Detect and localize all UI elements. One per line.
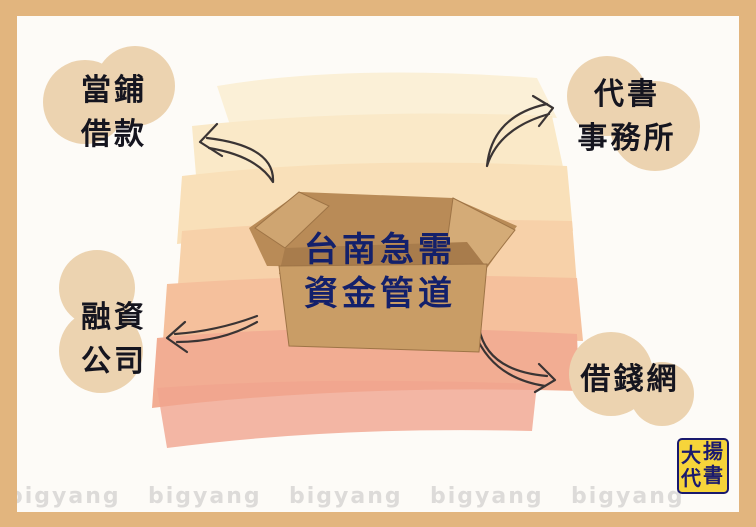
node-scrivener-circle-2	[610, 81, 700, 171]
arrow-to-finance-icon	[173, 314, 259, 344]
arrow-to-scrivener-head-icon	[531, 94, 555, 128]
arrow-to-pawn-icon	[205, 136, 275, 184]
node-lending-site-line-1: 借錢網	[580, 362, 680, 397]
node-pawn-circle-2	[95, 46, 175, 126]
node-lending-circle-2	[630, 362, 694, 426]
node-pawn-line-2: 借款	[81, 117, 147, 152]
node-finance-circle	[59, 250, 135, 326]
arrow-to-pawn-head-icon	[198, 122, 224, 158]
watermark-row: bigyang bigyang bigyang bigyang bigyang	[17, 484, 739, 509]
watermark-text: bigyang	[571, 484, 685, 509]
logo-char: 書	[703, 463, 723, 487]
node-scrivener-line-2: 事務所	[577, 121, 677, 156]
watermark-text: bigyang	[148, 484, 262, 509]
arrows	[165, 94, 557, 394]
node-finance-line-2: 公司	[81, 344, 147, 379]
logo-char: 揚	[703, 439, 723, 463]
node-pawn-line-1: 當鋪	[81, 73, 147, 108]
node-finance-line-1: 融資	[81, 300, 147, 335]
arrow-to-scrivener-icon	[485, 102, 551, 168]
logo-char: 代	[681, 466, 701, 490]
diagram-graphics	[43, 46, 700, 448]
node-pawn: 當鋪 借款	[69, 69, 159, 157]
logo: 大 揚 代 書	[677, 438, 729, 494]
watermark-text: bigyang	[289, 484, 403, 509]
node-finance-circle-2	[59, 309, 143, 393]
center-title: 台南急需 資金管道	[275, 228, 485, 316]
node-scrivener: 代書 事務所	[565, 73, 689, 161]
box-icon	[249, 191, 517, 353]
arrow-to-lending-head-icon	[533, 362, 557, 394]
center-title-line-2: 資金管道	[304, 274, 456, 314]
node-finance: 融資 公司	[69, 296, 159, 384]
center-title-line-1: 台南急需	[304, 230, 456, 270]
logo-char: 大	[681, 443, 701, 467]
node-lending-site: 借錢網	[565, 358, 695, 402]
diagram-canvas: 台南急需 資金管道 當鋪 借款 代書 事務所 融資 公司 借錢網 bigyang…	[17, 16, 739, 512]
arrow-to-finance-head-icon	[165, 320, 189, 354]
watermark-text: bigyang	[17, 484, 121, 509]
node-scrivener-line-1: 代書	[594, 77, 660, 112]
watermark-text: bigyang	[430, 484, 544, 509]
